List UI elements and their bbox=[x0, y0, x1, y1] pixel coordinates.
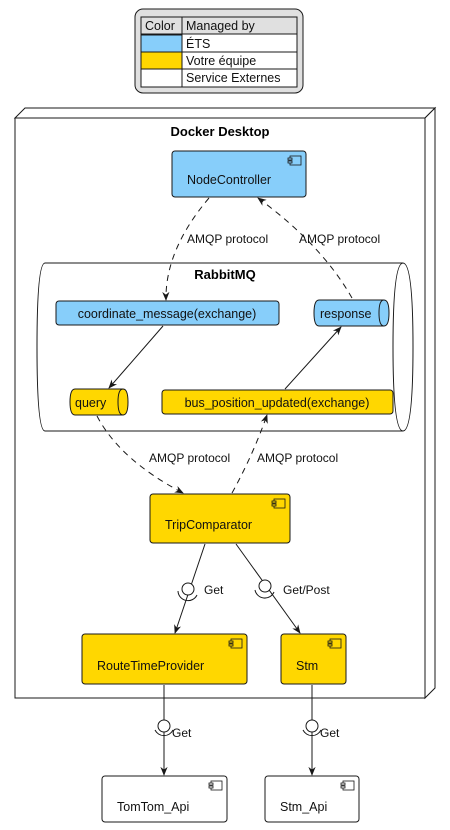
edge-busposition-to-response bbox=[284, 326, 342, 390]
legend-swatch-external bbox=[140, 68, 183, 88]
edge-label-get-2: Get bbox=[172, 726, 192, 740]
edge-response-to-nodecontroller bbox=[257, 197, 353, 299]
stm-label: Stm bbox=[296, 659, 318, 673]
coordinate-message-label: coordinate_message(exchange) bbox=[78, 307, 257, 321]
stm-api-component: Stm_Api bbox=[264, 775, 360, 823]
query-label: query bbox=[75, 396, 107, 410]
bus-position-updated-label: bus_position_updated(exchange) bbox=[185, 396, 370, 410]
component-icon bbox=[340, 780, 355, 791]
edge-label-amqp-3: AMQP protocol bbox=[149, 451, 230, 465]
bus-position-updated-exchange: bus_position_updated(exchange) bbox=[161, 389, 394, 415]
component-icon bbox=[271, 498, 286, 509]
trip-comparator-component: TripComparator bbox=[149, 493, 291, 544]
rabbitmq-title: RabbitMQ bbox=[194, 267, 255, 282]
edge-label-get-3: Get bbox=[320, 726, 340, 740]
legend-row-external: Service Externes bbox=[186, 71, 280, 85]
edge-query-to-tripcomparator bbox=[96, 415, 184, 494]
query-queue: query bbox=[69, 388, 129, 416]
route-time-provider-component: RouteTimeProvider bbox=[81, 633, 248, 685]
tomtom-api-label: TomTom_Api bbox=[117, 800, 189, 814]
legend-row-team: Votre équipe bbox=[186, 54, 256, 68]
interface-lollipop-icon bbox=[177, 582, 198, 602]
legend-header-bg bbox=[140, 16, 298, 35]
legend-swatch-team bbox=[140, 51, 183, 70]
trip-comparator-label: TripComparator bbox=[165, 518, 252, 532]
edge-label-getpost: Get/Post bbox=[283, 583, 330, 597]
component-icon bbox=[327, 638, 342, 649]
tomtom-api-component: TomTom_Api bbox=[101, 775, 228, 823]
component-icon bbox=[228, 638, 243, 649]
component-icon bbox=[208, 780, 223, 791]
route-time-provider-label: RouteTimeProvider bbox=[97, 659, 204, 673]
edge-label-get-1: Get bbox=[204, 583, 224, 597]
docker-desktop-title: Docker Desktop bbox=[171, 124, 270, 139]
node-controller-label: NodeController bbox=[187, 173, 271, 187]
stm-api-label: Stm_Api bbox=[280, 800, 327, 814]
node-controller-component: NodeController bbox=[171, 150, 307, 198]
edge-label-amqp-2: AMQP protocol bbox=[299, 232, 380, 246]
legend-swatch-ets bbox=[140, 34, 183, 53]
edge-label-amqp-4: AMQP protocol bbox=[257, 451, 338, 465]
coordinate-message-exchange: coordinate_message(exchange) bbox=[55, 300, 280, 326]
response-label: response bbox=[320, 307, 371, 321]
edge-coordinate-to-query bbox=[108, 325, 164, 389]
interface-lollipop-icon bbox=[154, 719, 174, 737]
edge-tripcomparator-to-busposition bbox=[231, 414, 268, 494]
legend-header-managed: Managed by bbox=[186, 19, 256, 33]
legend-row-ets: ÉTS bbox=[186, 36, 210, 51]
interface-lollipop-icon bbox=[254, 579, 275, 599]
interface-lollipop-icon bbox=[302, 719, 322, 737]
legend: Color Managed by ÉTS Votre équipe Servic… bbox=[134, 8, 304, 94]
edge-label-amqp-1: AMQP protocol bbox=[187, 232, 268, 246]
component-icon bbox=[287, 155, 302, 166]
stm-component: Stm bbox=[280, 633, 347, 685]
response-queue: response bbox=[313, 299, 390, 327]
legend-header-color: Color bbox=[145, 19, 175, 33]
edge-nodecontroller-to-coordinate bbox=[162, 197, 210, 301]
